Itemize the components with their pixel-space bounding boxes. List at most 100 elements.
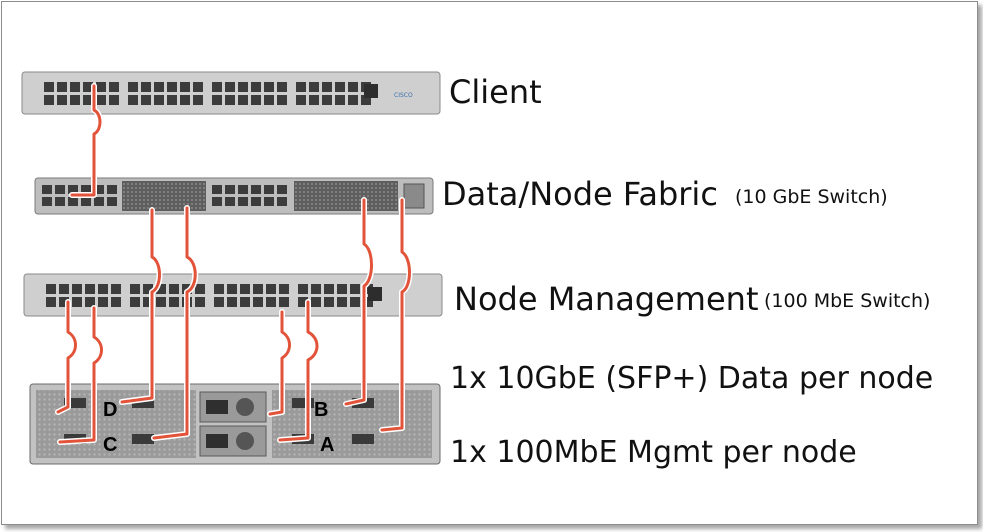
cable-fabric-node-c: [152, 206, 197, 440]
switch-port: [238, 185, 248, 194]
switch-port: [42, 185, 52, 194]
switch-port: [143, 284, 153, 294]
node-letter-c: C: [103, 434, 117, 456]
switch-port: [296, 95, 306, 105]
switch-port: [251, 185, 261, 194]
switch-port: [156, 297, 166, 307]
switch-port: [70, 82, 80, 92]
switch-port: [109, 95, 119, 105]
switch-port: [214, 284, 224, 294]
switch-port: [180, 95, 190, 105]
switch-port: [311, 297, 321, 307]
switch-port: [298, 284, 308, 294]
switch-port: [251, 197, 261, 206]
switch-port: [227, 284, 237, 294]
cable-mgmt-node-d: [56, 300, 77, 414]
switch-port: [253, 297, 263, 307]
switch-port: [225, 82, 235, 92]
cable-fabric-node-a: [380, 198, 411, 432]
switch-port: [130, 284, 140, 294]
switch-port: [111, 284, 121, 294]
switch-port: [212, 197, 222, 206]
cable-mgmt-node-c: [58, 306, 103, 444]
mgmt-switch: [23, 273, 443, 317]
switch-port: [212, 95, 222, 105]
switch-port: [109, 82, 119, 92]
switch-port: [264, 185, 274, 194]
node-letter-d: D: [103, 399, 117, 421]
switch-port: [251, 95, 261, 105]
switch-port: [264, 197, 274, 206]
switch-port: [128, 82, 138, 92]
switch-port: [277, 95, 287, 105]
switch-port: [55, 197, 65, 206]
cable-fabric-node-d: [120, 208, 161, 404]
switch-port: [279, 297, 289, 307]
switch-port: [225, 95, 235, 105]
switch-port: [324, 297, 334, 307]
switch-port: [98, 297, 108, 307]
switch-port: [96, 82, 106, 92]
switch-port: [277, 82, 287, 92]
switch-port: [309, 95, 319, 105]
mgmt-label: Node Management: [454, 280, 759, 318]
switch-port: [55, 185, 65, 194]
switch-port: [57, 82, 67, 92]
switch-port: [44, 82, 54, 92]
switch-port: [279, 284, 289, 294]
switch-port: [44, 95, 54, 105]
switch-port: [322, 95, 332, 105]
switch-port: [335, 82, 345, 92]
switch-port: [266, 297, 276, 307]
switch-port: [363, 297, 373, 307]
switch-port: [212, 82, 222, 92]
client-switch: CISCO: [21, 71, 441, 115]
switch-port: [68, 197, 78, 206]
cable-mgmt-node-a: [278, 300, 319, 442]
switch-port: [214, 297, 224, 307]
switch-port: [238, 197, 248, 206]
switch-port: [130, 297, 140, 307]
switch-port: [107, 185, 117, 194]
switch-port: [107, 197, 117, 206]
switch-port: [264, 82, 274, 92]
switch-port: [141, 95, 151, 105]
switch-port: [350, 284, 360, 294]
switch-port: [225, 197, 235, 206]
switch-port: [335, 95, 345, 105]
switch-port: [337, 284, 347, 294]
switch-port: [350, 297, 360, 307]
switch-port: [277, 197, 287, 206]
switch-port: [337, 297, 347, 307]
fabric-note: (10 GbE Switch): [735, 186, 888, 208]
switch-port: [167, 82, 177, 92]
switch-port: [212, 185, 222, 194]
switch-port: [193, 82, 203, 92]
switch-port: [46, 297, 56, 307]
switch-port: [83, 95, 93, 105]
switch-port: [42, 197, 52, 206]
diagram-frame: CISCO: [1, 1, 978, 525]
switch-port: [57, 95, 67, 105]
switch-port: [83, 82, 93, 92]
switch-port: [240, 297, 250, 307]
switch-port: [94, 197, 104, 206]
switch-port: [156, 284, 166, 294]
switch-port: [361, 95, 371, 105]
mgmt-per-node-label: 1x 100MbE Mgmt per node: [450, 435, 857, 470]
cables: [55, 83, 413, 445]
switch-port: [238, 82, 248, 92]
cable-mgmt-node-b: [268, 310, 291, 416]
switch-port: [195, 297, 205, 307]
switch-port: [98, 284, 108, 294]
cable-fabric-node-b: [344, 198, 373, 406]
server-chassis: [29, 383, 441, 465]
switch-port: [59, 284, 69, 294]
switch-port: [266, 284, 276, 294]
switch-port: [85, 284, 95, 294]
node-letter-a: A: [320, 434, 334, 456]
node-letter-b: B: [314, 399, 328, 421]
switch-port: [59, 297, 69, 307]
switch-port: [253, 284, 263, 294]
switch-port: [180, 82, 190, 92]
